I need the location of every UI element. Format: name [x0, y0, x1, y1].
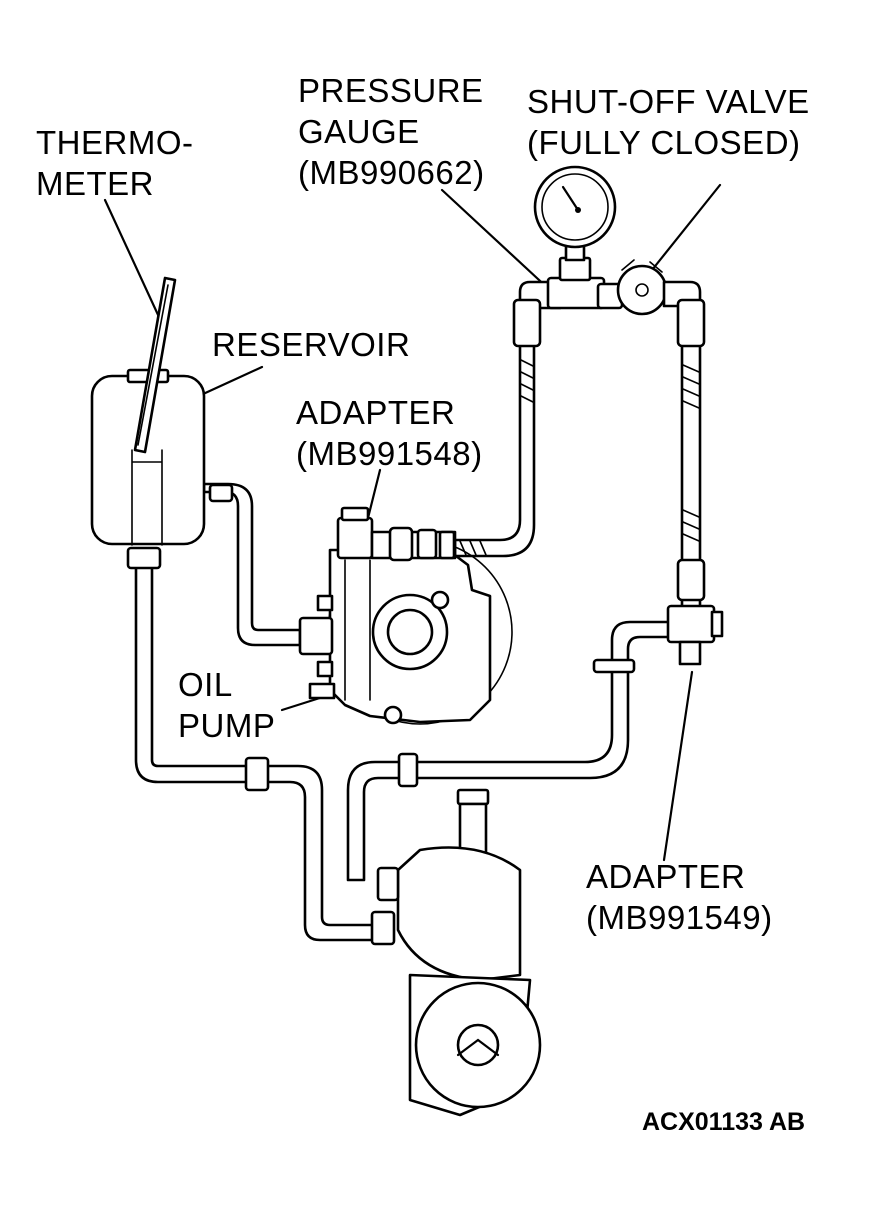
adapter-mb991548-label-line-1: ADAPTER — [296, 394, 456, 431]
pressure-gauge-label-line-1: PRESSURE — [298, 72, 484, 109]
adapter-mb991549 — [666, 558, 724, 666]
braided-hose-marks — [459, 359, 700, 556]
steering-gear-box — [370, 788, 542, 1117]
shutoff-valve-label-line-1: SHUT-OFF VALVE — [527, 83, 810, 120]
reservoir-label: RESERVOIR — [212, 324, 410, 365]
hose-clamps — [126, 483, 636, 792]
leader-lines — [103, 183, 722, 862]
shutoff-valve-label-line-2: (FULLY CLOSED) — [527, 124, 801, 161]
oil-pump — [298, 506, 513, 725]
pressure-gauge-label: PRESSURE GAUGE (MB990662) — [298, 70, 485, 193]
adapter-mb991549-label-line-2: (MB991549) — [586, 899, 773, 936]
thermometer-label-line-1: THERMO- — [36, 124, 194, 161]
oil-pump-label-line-1: OIL — [178, 666, 233, 703]
oil-pump-label: OIL PUMP — [178, 664, 275, 746]
reservoir-label-line-1: RESERVOIR — [212, 326, 411, 363]
adapter-mb991549-label: ADAPTER (MB991549) — [586, 856, 773, 938]
gauge-valve-assembly — [512, 165, 706, 348]
pressure-gauge-label-line-3: (MB990662) — [298, 154, 485, 191]
adapter-mb991549-label-line-1: ADAPTER — [586, 858, 746, 895]
thermometer-label: THERMO- METER — [36, 122, 193, 204]
thermometer-label-line-2: METER — [36, 165, 154, 202]
thermometer — [133, 276, 177, 454]
figure-code: ACX01133 AB — [642, 1108, 806, 1136]
oil-pump-label-line-2: PUMP — [178, 707, 276, 744]
adapter-mb991548-label: ADAPTER (MB991548) — [296, 392, 483, 474]
adapter-mb991548-label-line-2: (MB991548) — [296, 435, 483, 472]
pressure-gauge-label-line-2: GAUGE — [298, 113, 420, 150]
shutoff-valve-label: SHUT-OFF VALVE (FULLY CLOSED) — [527, 81, 810, 163]
